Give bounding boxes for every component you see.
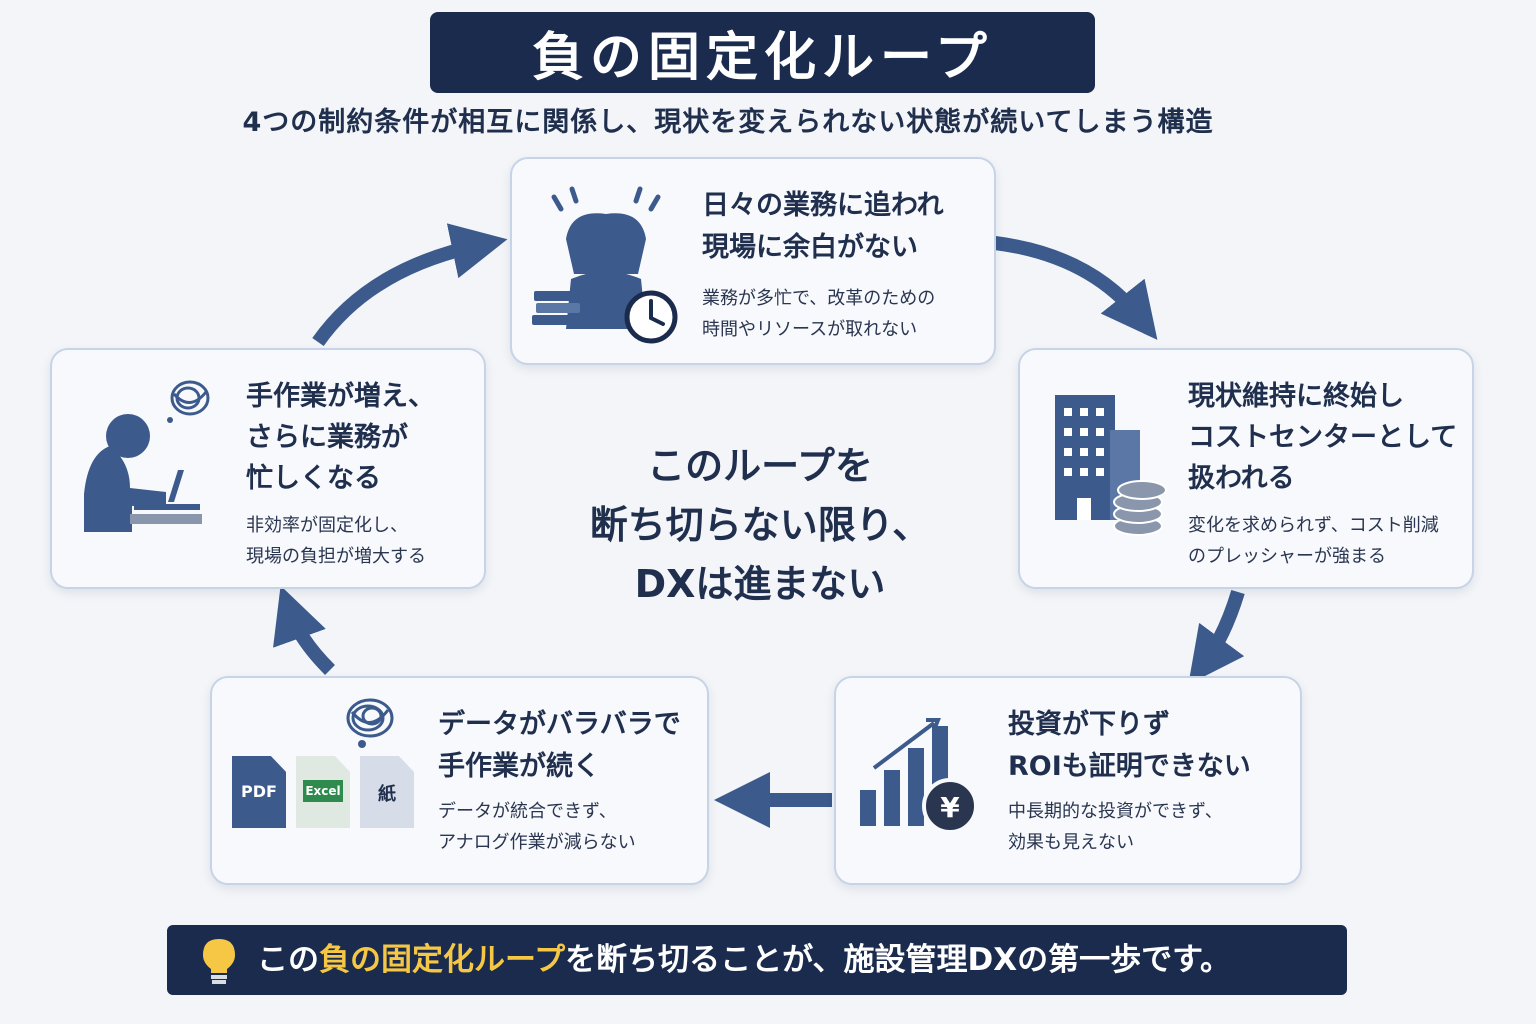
arrow-statusquo-to-investment xyxy=(1188,589,1245,685)
pdf-file-icon: PDF xyxy=(232,756,286,828)
page-title: 負の固定化ループ xyxy=(532,28,993,88)
card-no-investment: ¥ 投資が下りず ROIも証明できない 中長期的な投資ができず、 効果も見えない xyxy=(834,676,1302,885)
stressed-person-with-books-and-clock-icon xyxy=(532,186,678,344)
center-message: このループを 断ち切らない限り、 DXは進まない xyxy=(589,444,931,606)
card-description: 中長期的な投資ができず、 効果も見えない xyxy=(1008,801,1223,853)
footer-banner: この負の固定化ループを断ち切ることが、施設管理DXの第一歩です。 xyxy=(167,925,1347,995)
bar-chart-with-yen-icon: ¥ xyxy=(860,718,978,834)
card-manual-work: 手作業が増え、 さらに業務が 忙しくなる 非効率が固定化し、 現場の負担が増大す… xyxy=(50,348,486,589)
card-description: 非効率が固定化し、 現場の負担が増大する xyxy=(246,515,426,567)
card-description: 変化を求められず、コスト削減 のプレッシャーが強まる xyxy=(1188,515,1439,567)
card-title: 日々の業務に追われ 現場に余白がない xyxy=(702,190,944,263)
yen-symbol: ¥ xyxy=(940,791,960,824)
card-title: データがバラバラで 手作業が続く xyxy=(438,709,681,782)
lightbulb-icon xyxy=(203,939,235,984)
card-title: 手作業が増え、 さらに業務が 忙しくなる xyxy=(246,381,435,494)
footer-prefix: この xyxy=(257,942,319,978)
arrow-manual-to-busy xyxy=(312,223,508,347)
person-at-laptop-confused-icon xyxy=(84,380,210,532)
card-busy: 日々の業務に追われ 現場に余白がない 業務が多忙で、改革のための 時間やリソース… xyxy=(510,157,996,365)
footer-highlight: 負の固定化ループ xyxy=(319,942,566,978)
arrow-busy-to-statusquo xyxy=(994,236,1158,340)
card-status-quo: 現状維持に終始し コストセンターとして 扱われる 変化を求められず、コスト削減 … xyxy=(1018,348,1474,589)
footer-suffix: を断ち切ることが、施設管理DXの第一歩です。 xyxy=(565,942,1232,978)
card-scattered-data: PDF Excel 紙 データがバラバラで 手作業が続く データが統合できず、 … xyxy=(210,676,709,885)
footer-message: この負の固定化ループを断ち切ることが、施設管理DXの第一歩です。 xyxy=(257,925,1231,995)
card-description: 業務が多忙で、改革のための 時間やリソースが取れない xyxy=(702,288,936,340)
card-description: データが統合できず、 アナログ作業が減らない xyxy=(438,801,636,853)
arrow-data-to-manual xyxy=(273,585,335,675)
card-title: 現状維持に終始し コストセンターとして 扱われる xyxy=(1188,381,1458,494)
paper-file-label: 紙 xyxy=(378,784,396,805)
card-title: 投資が下りず ROIも証明できない xyxy=(1008,709,1251,782)
pdf-file-label: PDF xyxy=(241,782,277,801)
excel-file-label: Excel xyxy=(303,780,343,802)
tangled-thought-icon xyxy=(346,698,394,748)
excel-file-icon: Excel xyxy=(296,756,350,828)
title-banner: 負の固定化ループ xyxy=(430,12,1095,93)
subtitle: 4つの制約条件が相互に関係し、現状を変えられない状態が続いてしまう構造 xyxy=(242,107,1214,138)
building-with-coins-icon xyxy=(1055,395,1167,536)
paper-file-icon: 紙 xyxy=(360,756,414,828)
